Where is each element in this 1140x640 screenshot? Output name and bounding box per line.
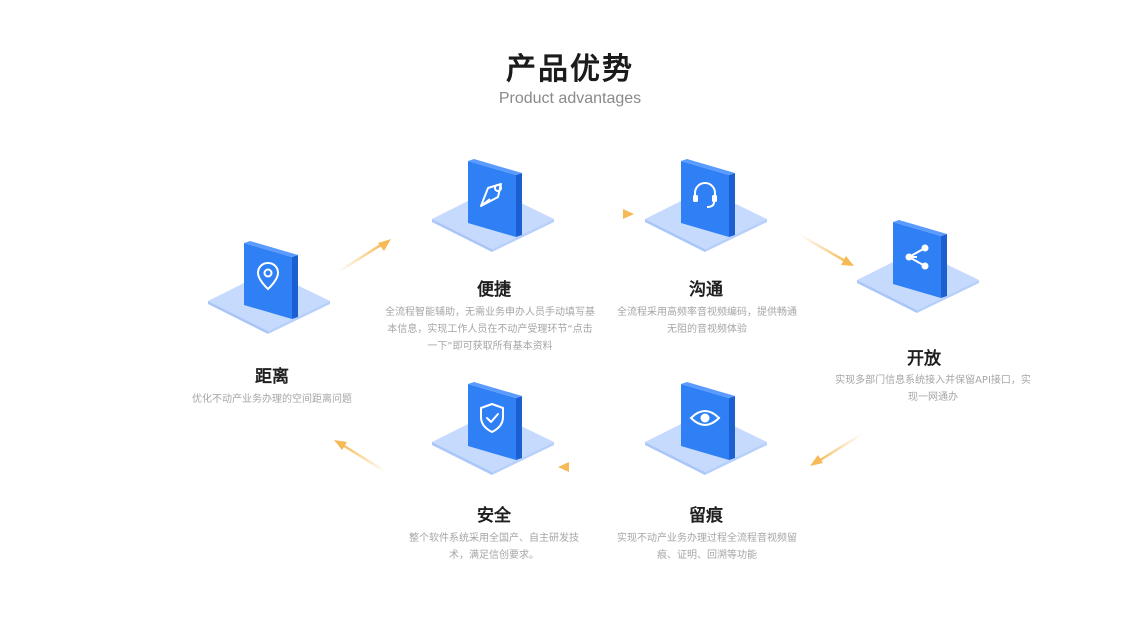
node-security bbox=[432, 378, 557, 478]
desc-communication: 全流程采用高频率音视频编码，提供畅通无阻的音视频体验 bbox=[617, 307, 797, 335]
headset-icon bbox=[693, 182, 717, 208]
megaphone-icon bbox=[480, 183, 502, 207]
label-convenience: 便捷 bbox=[477, 280, 511, 300]
desc-trace: 实现不动产业务办理过程全流程音视频留痕、证明、回溯等功能 bbox=[617, 533, 797, 561]
label-distance: 距离 bbox=[255, 367, 289, 387]
iso-tile-communication bbox=[645, 159, 767, 252]
page-subtitle: Product advantages bbox=[498, 90, 642, 107]
page-title: 产品优势 bbox=[506, 52, 634, 87]
label-open: 开放 bbox=[907, 349, 941, 369]
node-communication bbox=[645, 155, 770, 255]
arrow-communication-to-open bbox=[799, 233, 854, 266]
desc-open: 实现多部门信息系统接入并保留API接口，实现一网通办 bbox=[835, 375, 1031, 403]
iso-tile-open bbox=[857, 220, 979, 313]
desc-security: 整个软件系统采用全国产、自主研发技术，满足信创要求。 bbox=[409, 533, 579, 561]
shield-check-icon bbox=[480, 403, 504, 433]
eye-icon bbox=[689, 410, 721, 426]
iso-tile-distance bbox=[208, 241, 330, 334]
iso-tile-trace bbox=[645, 382, 767, 475]
arrow-trace-to-security bbox=[558, 462, 622, 472]
iso-tile-convenience bbox=[432, 159, 554, 252]
arrow-security-to-distance bbox=[334, 440, 387, 474]
label-communication: 沟通 bbox=[689, 280, 723, 300]
node-convenience bbox=[432, 155, 557, 255]
desc-convenience: 全流程智能辅助，无需业务申办人员手动填写基本信息，实现工作人员在不动产受理环节“… bbox=[385, 307, 595, 352]
desc-distance: 优化不动产业务办理的空间距离问题 bbox=[192, 394, 352, 405]
node-trace bbox=[645, 378, 770, 478]
node-open bbox=[857, 216, 982, 316]
label-security: 安全 bbox=[477, 506, 511, 526]
location-pin-icon bbox=[256, 261, 280, 291]
arrow-open-to-trace bbox=[810, 432, 863, 466]
share-nodes-icon bbox=[905, 244, 929, 270]
arrow-convenience-to-communication bbox=[570, 209, 634, 219]
label-trace: 留痕 bbox=[689, 506, 723, 526]
arrow-distance-to-convenience bbox=[337, 239, 391, 274]
node-distance bbox=[208, 237, 333, 334]
